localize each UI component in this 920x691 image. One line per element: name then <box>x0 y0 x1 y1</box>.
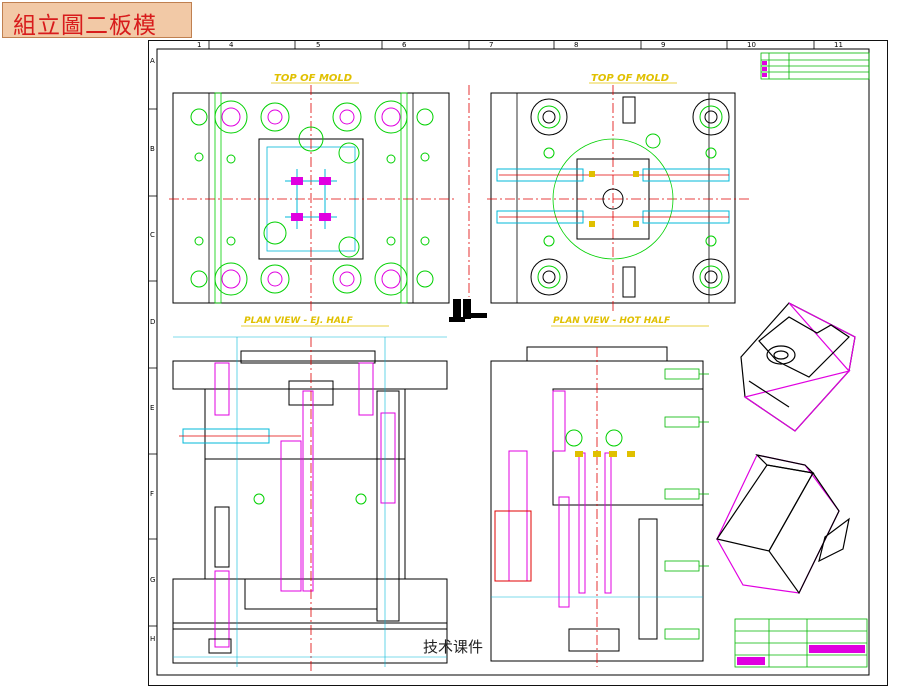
col-label: 9 <box>661 41 665 49</box>
view-title-plan-right: PLAN VIEW - HOT HALF <box>553 316 671 326</box>
border-row-labels: A B C D E F G H <box>150 57 155 643</box>
title-block <box>734 618 868 668</box>
col-label: 10 <box>747 41 756 49</box>
row-label: E <box>150 404 154 412</box>
revision-table <box>760 52 870 80</box>
hot-half-plan-view: TOP OF MOLD PLA <box>487 73 749 327</box>
section-marker <box>449 299 487 322</box>
slide-title: 組立圖二板模 <box>13 13 157 39</box>
row-label: C <box>150 231 155 239</box>
col-label: 8 <box>574 41 578 49</box>
callout-labels <box>664 368 709 640</box>
row-label: F <box>150 490 154 498</box>
col-label: 4 <box>229 41 234 49</box>
col-label: 11 <box>834 41 843 49</box>
col-label: 1 <box>197 41 201 49</box>
inner-border <box>156 48 870 676</box>
row-label: A <box>150 57 155 65</box>
border-column-labels: 1 4 5 6 7 8 9 10 11 <box>197 41 843 49</box>
slide-title-box: 組立圖二板模 <box>2 2 192 39</box>
row-label: G <box>150 576 155 584</box>
view-title-top-left: TOP OF MOLD <box>274 73 352 84</box>
view-title-plan-left: PLAN VIEW - EJ. HALF <box>244 316 354 326</box>
row-label: D <box>150 318 155 326</box>
part-isometric-upper <box>740 302 856 432</box>
col-label: 5 <box>316 41 320 49</box>
row-label: H <box>150 635 155 643</box>
ejector-side-section-view <box>172 336 448 671</box>
hot-side-section-view <box>490 346 704 667</box>
cad-drawing-sheet: 1 4 5 6 7 8 9 10 11 A B C D E F G H <box>148 40 888 686</box>
ejector-half-plan-view: TOP OF MOLD <box>169 73 455 327</box>
row-label: B <box>150 145 155 153</box>
slide-caption: 技术课件 <box>423 638 484 656</box>
view-title-top-right: TOP OF MOLD <box>591 73 669 84</box>
col-label: 7 <box>489 41 493 49</box>
part-isometric-lower <box>716 454 850 595</box>
col-label: 6 <box>402 41 407 49</box>
